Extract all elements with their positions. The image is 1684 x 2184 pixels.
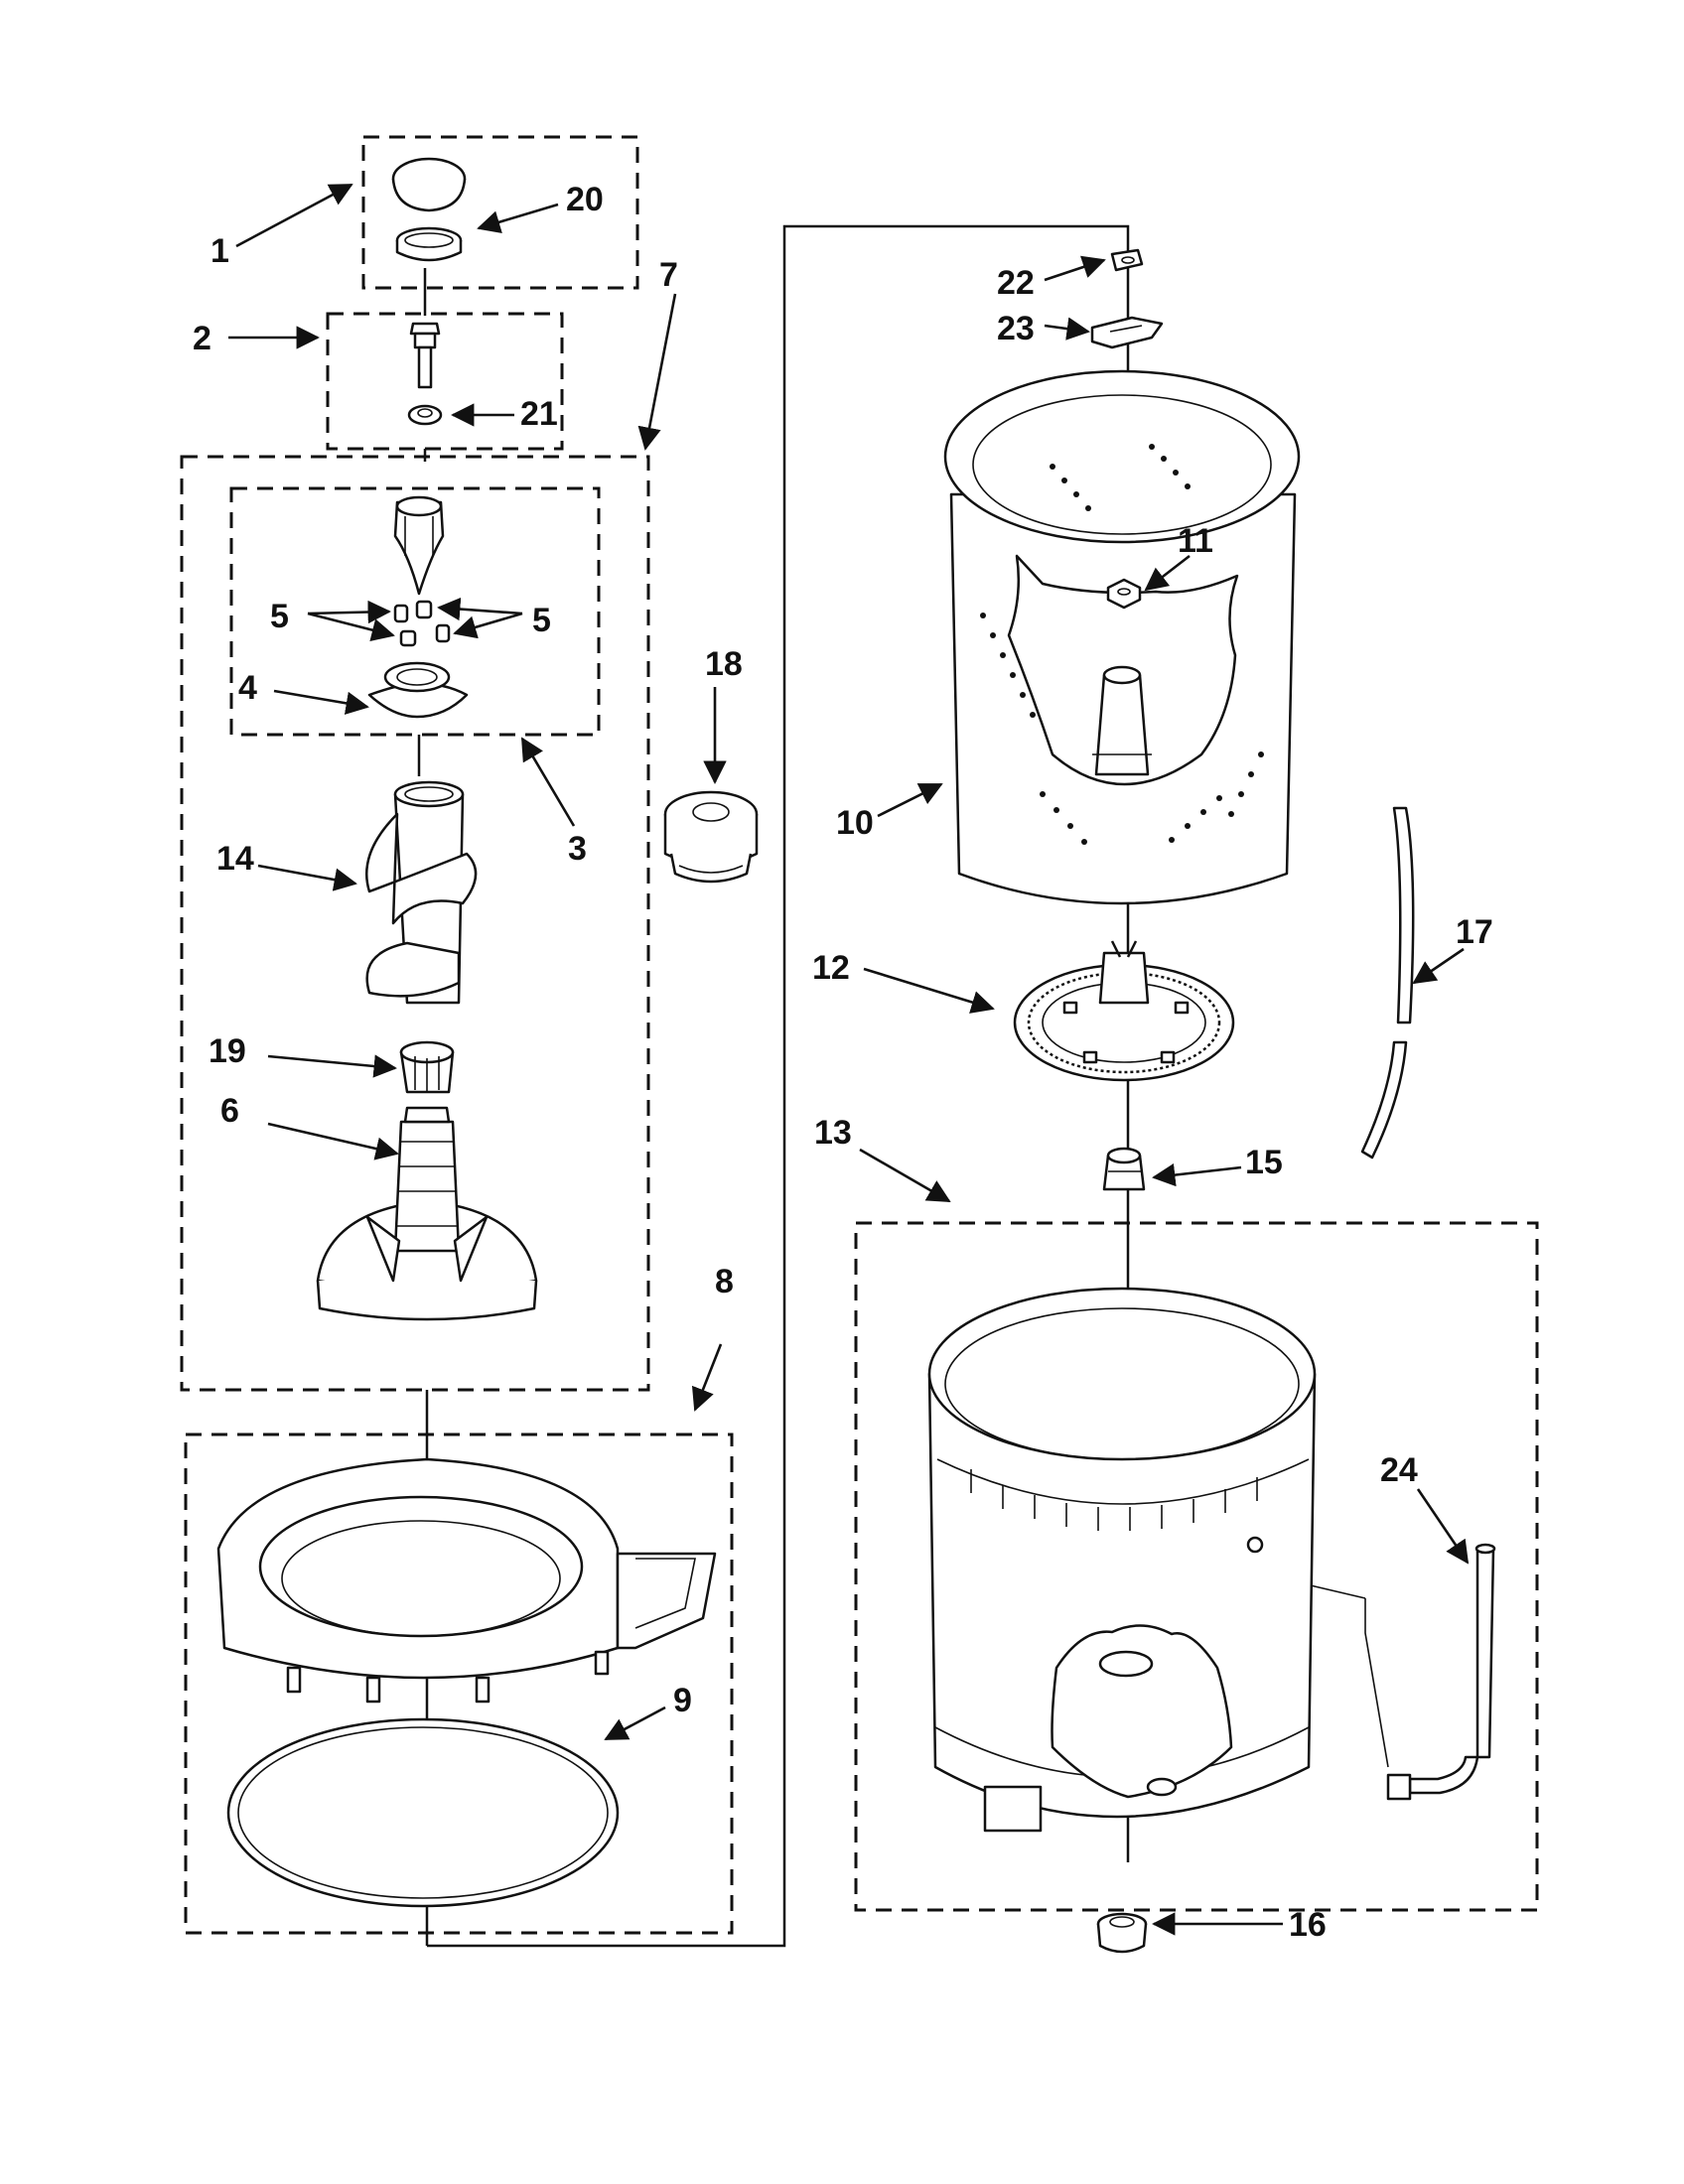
drive-coupling — [1102, 1147, 1146, 1191]
callout-9: 9 — [673, 1682, 692, 1719]
callout-22: 22 — [997, 264, 1035, 302]
wash-basket — [943, 369, 1301, 905]
callout-8: 8 — [715, 1263, 734, 1300]
callout-2: 2 — [193, 320, 211, 357]
callout-3: 3 — [568, 830, 587, 868]
group-box-bolt — [326, 312, 564, 451]
fill-hose — [1386, 1543, 1496, 1801]
callout-24: 24 — [1380, 1451, 1418, 1489]
callout-4: 4 — [238, 669, 257, 707]
tub-ring — [216, 1457, 717, 1704]
basket-bracket — [1090, 316, 1164, 349]
group-box-agitator-assembly — [180, 455, 650, 1392]
basket-clip — [1110, 248, 1144, 272]
callout-6: 6 — [220, 1092, 239, 1130]
group-box-cap — [361, 135, 639, 290]
callout-21: 21 — [520, 395, 558, 433]
leader-arrows — [228, 183, 1470, 1936]
callout-18: 18 — [705, 645, 743, 683]
bolt-washer — [407, 404, 443, 426]
agitator-bolt — [409, 322, 441, 389]
callout-labels: 1 20 2 21 7 5 5 4 3 14 19 6 18 8 9 10 11… — [193, 181, 1493, 1944]
group-box-cam-kit — [229, 486, 601, 737]
tub-ring-seal — [226, 1717, 620, 1908]
siphon-hose — [1360, 806, 1415, 1160]
cap-ring — [395, 226, 463, 262]
group-box-outer-tub — [854, 1221, 1539, 1912]
callout-5-left: 5 — [270, 598, 289, 635]
drive-hub — [1013, 940, 1235, 1082]
callout-14: 14 — [216, 840, 254, 878]
callout-23: 23 — [997, 310, 1035, 347]
callout-11: 11 — [1178, 522, 1213, 560]
agitator-cam — [393, 495, 445, 596]
callout-10: 10 — [836, 804, 874, 842]
tub-seal — [663, 790, 759, 884]
callout-19: 19 — [209, 1032, 246, 1070]
basket-nut — [1106, 578, 1142, 610]
group-box-tub-ring — [184, 1433, 734, 1935]
outer-tub — [927, 1287, 1317, 1833]
drive-bushing — [399, 1040, 455, 1094]
callout-1: 1 — [210, 232, 229, 270]
cam-ring — [367, 661, 469, 719]
cam-dogs — [393, 600, 451, 647]
agitator-auger — [365, 780, 478, 1005]
callout-5-right: 5 — [532, 602, 551, 639]
agitator-base — [316, 1106, 538, 1321]
callout-17: 17 — [1456, 913, 1493, 951]
callout-16: 16 — [1289, 1906, 1327, 1944]
tub-slots — [970, 1469, 1258, 1531]
callout-13: 13 — [814, 1114, 852, 1152]
basket-perforations — [980, 444, 1264, 845]
callout-15: 15 — [1245, 1144, 1283, 1181]
callout-12: 12 — [812, 949, 850, 987]
agitator-cap — [391, 157, 467, 212]
callout-7: 7 — [659, 256, 678, 294]
callout-20: 20 — [566, 181, 604, 218]
drain-fitting — [1096, 1912, 1148, 1954]
